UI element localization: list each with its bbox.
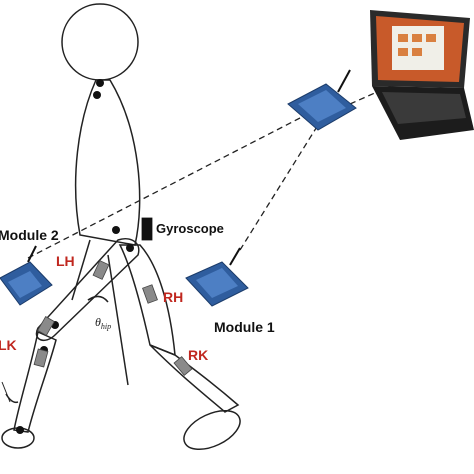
lk-sensor-b xyxy=(33,348,49,368)
lh-label: LH xyxy=(56,253,75,269)
theta-symbol: θ xyxy=(95,315,101,329)
left-hip-joint xyxy=(126,244,134,252)
hip-joint xyxy=(112,226,120,234)
knee-ref-line xyxy=(1,381,11,403)
module-1-board xyxy=(185,247,249,307)
theta-subscript: hip xyxy=(101,322,111,331)
module-2-label: Module 2 xyxy=(0,227,59,243)
torso xyxy=(74,79,141,246)
arm-line-a xyxy=(107,254,129,386)
coordinator-module-board xyxy=(287,69,357,131)
link-module1-coordinator xyxy=(239,124,319,251)
rk-sensor xyxy=(173,356,193,376)
right-foot xyxy=(183,409,241,451)
joint-markers xyxy=(16,79,134,434)
rh-label: RH xyxy=(163,289,183,305)
lk-sensor xyxy=(37,316,55,336)
gyroscope-sensor xyxy=(141,217,153,241)
lh-sensor xyxy=(92,260,110,280)
theta-hip-label: θhip xyxy=(95,315,111,331)
rk-label: RK xyxy=(188,347,208,363)
laptop xyxy=(370,10,474,140)
arm-line-b xyxy=(71,239,91,301)
module-1-label: Module 1 xyxy=(214,319,275,335)
shoulder-joint xyxy=(93,91,101,99)
body-sensors xyxy=(33,217,193,376)
neck-joint xyxy=(96,79,104,87)
rh-sensor xyxy=(142,284,158,304)
hip-angle-arrow xyxy=(87,297,93,301)
left-thigh xyxy=(35,238,140,342)
left-shin xyxy=(13,330,57,433)
left-ankle-joint xyxy=(16,426,24,434)
module-2-board xyxy=(0,245,53,306)
lk-label: LK xyxy=(0,337,17,353)
link-module2-coordinator xyxy=(27,117,301,259)
head xyxy=(61,3,139,81)
gyroscope-label: Gyroscope xyxy=(156,221,224,236)
